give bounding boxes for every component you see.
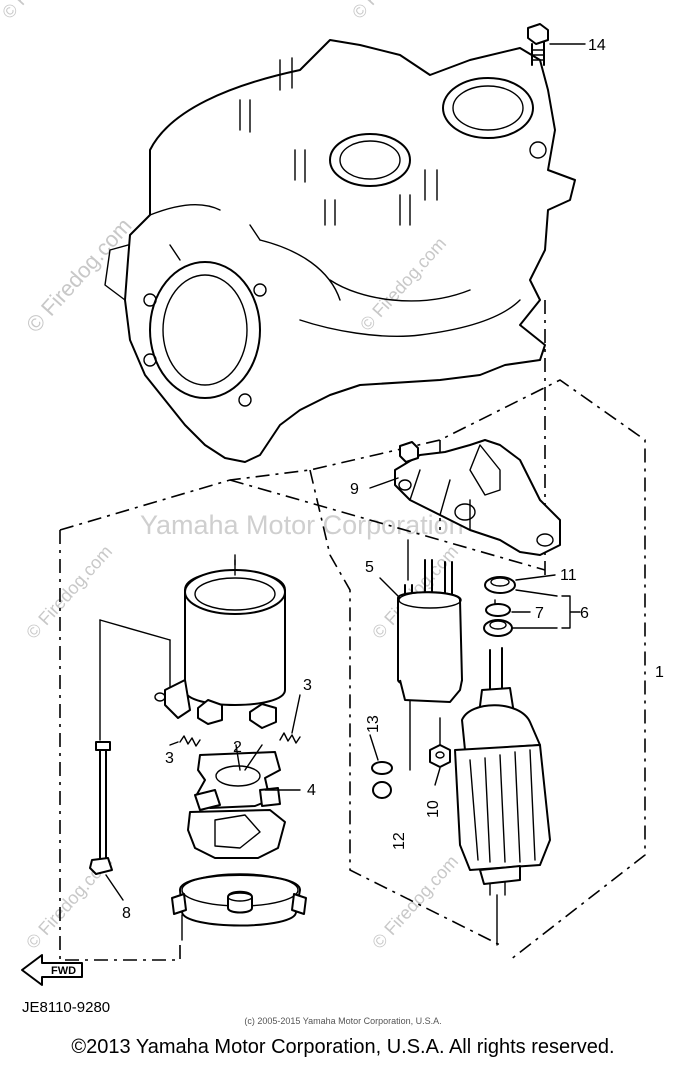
part-solenoid [379, 559, 463, 703]
watermark-firedog: © Firedog.com [22, 541, 116, 642]
watermark-firedog: © Firedog.com [348, 0, 442, 23]
assembly-guide-lines [59, 300, 646, 961]
callout-7: 7 [535, 605, 544, 622]
watermark-firedog: © Firedog.com [368, 851, 462, 952]
callout-8: 8 [122, 905, 131, 922]
part-yoke [154, 559, 286, 729]
watermark-firedog: © Firedog.com [0, 0, 92, 23]
part-rear-cover [171, 873, 307, 927]
callout-4: 4 [307, 782, 316, 799]
callout-6: 6 [580, 605, 589, 622]
callout-5: 5 [365, 559, 374, 576]
part-brush-holder [187, 744, 301, 859]
fwd-arrow-icon: FWD [21, 954, 83, 986]
callout-1: 1 [655, 664, 664, 681]
part-springs [169, 694, 301, 747]
small-copyright: (c) 2005-2015 Yamaha Motor Corporation, … [244, 1016, 442, 1026]
callout-12: 12 [391, 832, 408, 850]
part-bolt [527, 23, 586, 66]
part-washers [483, 574, 581, 637]
callout-labels: 14 9 5 11 7 6 1 3 2 3 4 13 10 12 8 [122, 37, 664, 922]
callout-9: 9 [350, 481, 359, 498]
callout-10: 10 [425, 800, 442, 818]
watermark-yamaha: Yamaha Motor Corporation [140, 510, 464, 540]
part-nuts [369, 734, 451, 799]
watermark-firedog: © Firedog.com [356, 233, 450, 334]
callout-11: 11 [560, 567, 577, 584]
part-through-bolt [89, 741, 124, 901]
copyright-notice: ©2013 Yamaha Motor Corporation, U.S.A. A… [71, 1036, 615, 1058]
callout-3: 3 [303, 677, 312, 694]
callout-2: 2 [233, 739, 242, 756]
crankcase [104, 39, 576, 463]
watermark-firedog: © Firedog.com [21, 213, 136, 337]
fwd-label: FWD [51, 965, 76, 977]
callout-13: 13 [365, 715, 382, 733]
callout-3: 3 [165, 750, 174, 767]
part-armature [454, 647, 551, 896]
diagram-code: JE8110-9280 [22, 999, 110, 1016]
callout-14: 14 [588, 37, 606, 54]
part-end-cover [369, 439, 561, 556]
